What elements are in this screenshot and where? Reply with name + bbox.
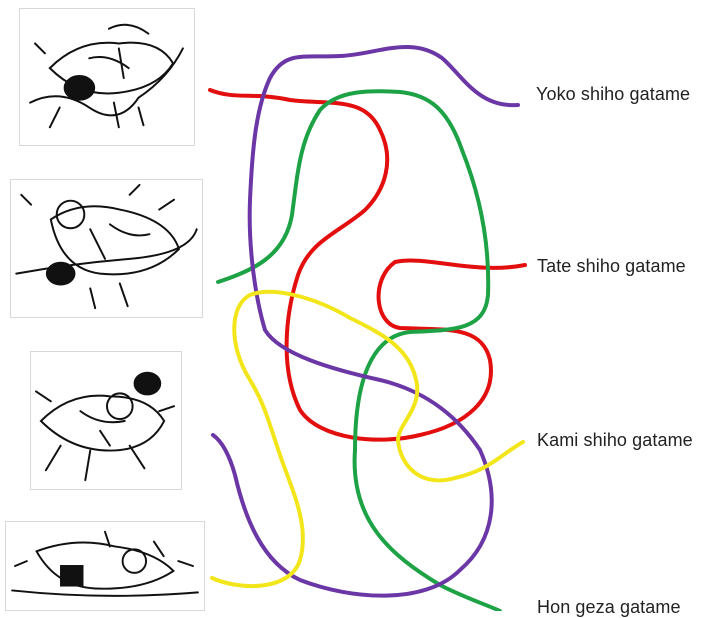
judo-picture-2[interactable] <box>10 179 203 318</box>
judo-hold-illustration-1-icon <box>29 23 184 129</box>
green-line[interactable] <box>216 89 502 611</box>
red-line[interactable] <box>208 88 527 442</box>
technique-label-yoko[interactable]: Yoko shiho gatame <box>536 84 691 104</box>
judo-picture-3[interactable] <box>30 351 182 490</box>
judo-hold-illustration-3-icon <box>35 371 175 482</box>
judo-picture-4[interactable] <box>5 521 205 611</box>
purple-line[interactable] <box>211 44 520 598</box>
judo-hold-illustration-2-icon <box>15 183 198 310</box>
judo-hold-illustration-4-icon <box>11 530 199 597</box>
technique-label-tate[interactable]: Tate shiho gatame <box>537 256 686 276</box>
yellow-line[interactable] <box>210 289 525 588</box>
judo-picture-1[interactable] <box>19 8 195 146</box>
technique-label-kami[interactable]: Kami shiho gatame <box>537 430 693 450</box>
